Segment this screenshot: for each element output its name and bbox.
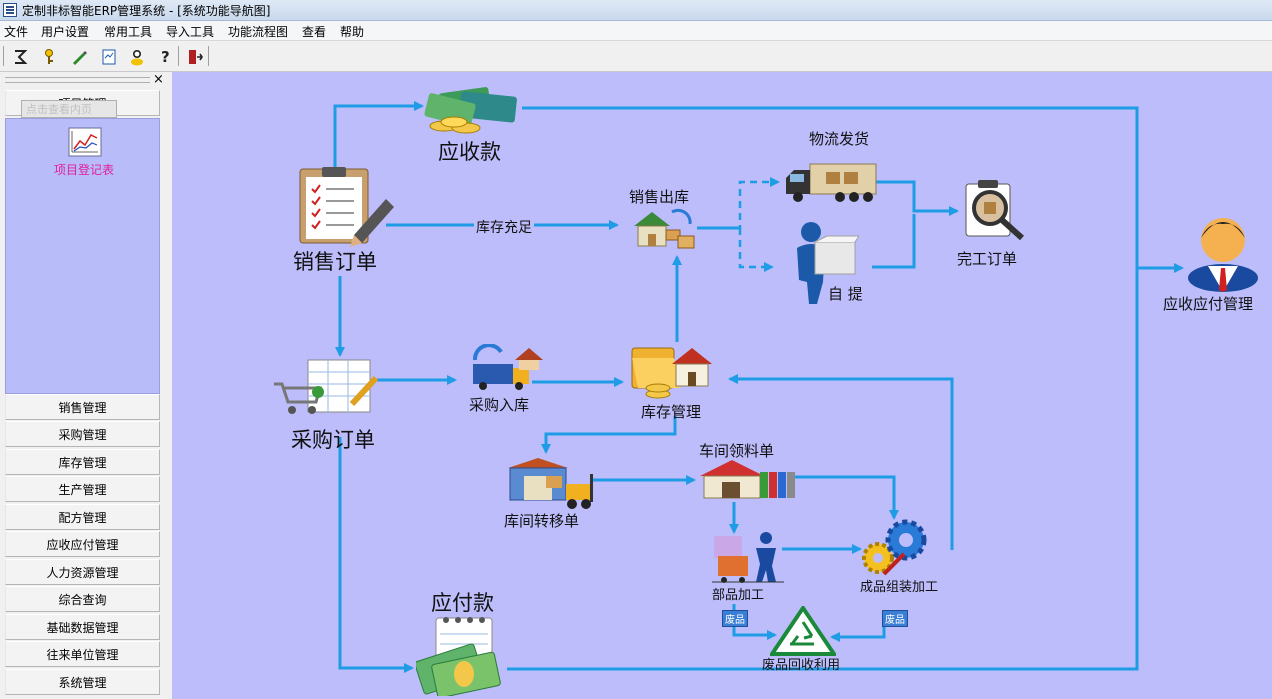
sidebar-panel: 项目登记表 xyxy=(5,118,160,394)
recycle-label[interactable]: 废品回收利用 xyxy=(762,658,841,673)
project-register-label[interactable]: 项目登记表 xyxy=(54,163,115,177)
waste-tag-assembly: 废品 xyxy=(882,610,908,627)
tooltip: 点击查看内页 xyxy=(21,100,117,118)
help-icon[interactable]: ? xyxy=(153,45,179,69)
svg-text:?: ? xyxy=(161,48,170,66)
menu-bar: 文件 用户设置 常用工具 导入工具 功能流程图 查看 帮助 xyxy=(0,21,1272,41)
manager-user-icon[interactable] xyxy=(1186,212,1260,292)
project-register-icon[interactable] xyxy=(66,125,104,159)
logistics-label[interactable]: 物流发货 xyxy=(809,130,870,148)
magnifier-icon[interactable] xyxy=(962,180,1026,240)
toolbar-separator xyxy=(178,46,179,66)
recycle-icon[interactable] xyxy=(770,606,836,656)
sidebar-section-query[interactable]: 综合查询 xyxy=(5,586,160,612)
sidebar-close-icon[interactable]: × xyxy=(153,72,164,87)
transfer-label[interactable]: 库间转移单 xyxy=(504,512,580,530)
sigma-icon[interactable] xyxy=(7,45,33,69)
sidebar-grip[interactable] xyxy=(5,77,150,83)
warehouse-out-icon[interactable] xyxy=(630,206,702,252)
stock-sufficient-label: 库存充足 xyxy=(474,217,534,237)
purchase-order-label[interactable]: 采购订单 xyxy=(291,428,375,452)
menu-flowchart[interactable]: 功能流程图 xyxy=(228,25,289,39)
sidebar-section-basedata[interactable]: 基础数据管理 xyxy=(5,614,160,640)
gears-icon[interactable] xyxy=(858,518,934,580)
inventory-folder-icon[interactable] xyxy=(628,342,720,402)
app-icon xyxy=(3,3,17,17)
exit-icon[interactable] xyxy=(182,45,208,69)
transfer-warehouse-icon[interactable] xyxy=(506,456,600,512)
menu-import-tools[interactable]: 导入工具 xyxy=(166,25,215,39)
sales-out-label[interactable]: 销售出库 xyxy=(629,188,690,206)
workshop-pick-label[interactable]: 车间领料单 xyxy=(699,442,775,460)
sidebar-section-ar-ap[interactable]: 应收应付管理 xyxy=(5,531,160,557)
menu-file[interactable]: 文件 xyxy=(4,25,29,39)
completed-order-label[interactable]: 完工订单 xyxy=(957,250,1018,268)
truck-icon[interactable] xyxy=(782,160,878,206)
menu-common-tools[interactable]: 常用工具 xyxy=(104,25,153,39)
sidebar-header: × xyxy=(0,72,168,88)
sidebar-section-partners[interactable]: 往来单位管理 xyxy=(5,641,160,667)
sidebar-section-hr[interactable]: 人力资源管理 xyxy=(5,559,160,585)
sidebar-section-inventory[interactable]: 库存管理 xyxy=(5,449,160,475)
purchase-truck-icon[interactable] xyxy=(471,344,547,392)
money-payable-icon[interactable] xyxy=(416,614,506,696)
assembly-label[interactable]: 成品组装加工 xyxy=(860,580,939,595)
sidebar-section-production[interactable]: 生产管理 xyxy=(5,476,160,502)
clipboard-icon[interactable] xyxy=(298,167,396,247)
menu-view[interactable]: 查看 xyxy=(302,25,327,39)
parts-worker-icon[interactable] xyxy=(710,530,786,584)
user-icon[interactable] xyxy=(124,45,150,69)
purchase-in-label[interactable]: 采购入库 xyxy=(469,396,530,414)
window-title: 定制非标智能ERP管理系统 - [系统功能导航图] xyxy=(22,4,271,18)
self-pickup-label[interactable]: 自 提 xyxy=(828,285,863,303)
shopping-cart-sheet-icon[interactable] xyxy=(272,356,380,424)
toolbar-separator xyxy=(208,46,209,66)
navigation-sidebar: × 项目管理 项目登记表 点击查看内页 销售管理 采购管理 库存管理 生产管理 … xyxy=(0,72,168,699)
payable-label[interactable]: 应付款 xyxy=(431,591,494,615)
money-receivable-icon[interactable] xyxy=(420,86,524,136)
sidebar-section-sales[interactable]: 销售管理 xyxy=(5,394,160,420)
sidebar-section-system[interactable]: 系统管理 xyxy=(5,669,160,695)
pen-icon[interactable] xyxy=(66,45,92,69)
parts-label[interactable]: 部品加工 xyxy=(712,588,765,603)
sidebar-section-formula[interactable]: 配方管理 xyxy=(5,504,160,530)
menu-help[interactable]: 帮助 xyxy=(340,25,365,39)
title-bar: 定制非标智能ERP管理系统 - [系统功能导航图] xyxy=(0,0,1272,21)
inventory-label[interactable]: 库存管理 xyxy=(641,403,702,421)
ar-ap-label[interactable]: 应收应付管理 xyxy=(1163,295,1254,313)
document-icon[interactable] xyxy=(96,45,122,69)
menu-user-settings[interactable]: 用户设置 xyxy=(41,25,90,39)
key-icon[interactable] xyxy=(36,45,62,69)
receivable-label[interactable]: 应收款 xyxy=(438,140,501,164)
workshop-icon[interactable] xyxy=(698,458,796,500)
waste-tag-parts: 废品 xyxy=(722,610,748,627)
flowchart-canvas: 应收款 销售订单 库存充足 销售出库 物流发货 xyxy=(172,72,1272,699)
sales-order-label[interactable]: 销售订单 xyxy=(293,250,377,274)
delivery-man-icon[interactable] xyxy=(787,220,859,306)
toolbar: ? xyxy=(0,41,1272,72)
sidebar-section-purchase[interactable]: 采购管理 xyxy=(5,421,160,447)
toolbar-separator xyxy=(3,46,4,66)
